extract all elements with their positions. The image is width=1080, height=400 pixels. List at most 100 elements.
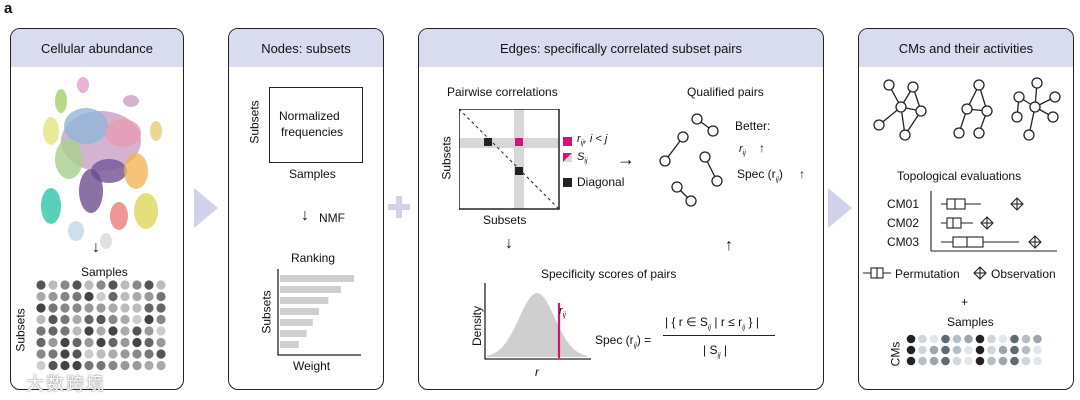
sample-dot [60,280,69,289]
legend-observation: Observation [991,267,1056,281]
panel-title: CMs and their activities [859,29,1073,67]
sample-dot [144,338,153,347]
panel-title: Edges: specifically correlated subset pa… [419,29,823,67]
cm-sample-dot [987,357,996,366]
legend-diagonal: Diagonal [577,175,624,189]
ranking-subsets-label: Subsets [260,290,274,333]
cm-sample-dot [1022,335,1031,344]
sample-dot [108,349,117,358]
cm-sample-dot [1033,335,1042,344]
down-arrow: ↓ [505,235,513,253]
cm-sample-dot [999,346,1008,355]
ranking-bar [280,341,299,348]
sample-dot [120,361,129,370]
box-text-line1: Normalized [279,109,340,123]
panel-edges: Edges: specifically correlated subset pa… [418,28,824,390]
sample-dot [132,303,141,312]
cm-sample-dot [918,335,927,344]
cm-sample-dot [930,335,939,344]
samples-label: Samples [81,265,128,279]
sample-dot [36,280,45,289]
abundance-dot-grid [35,279,175,379]
sample-dot [156,338,165,347]
better-label: Better: [735,119,770,133]
correlation-matrix [459,109,561,211]
sample-dot [156,361,165,370]
down-arrow: ↓ [301,207,309,225]
ranking-bar [280,297,328,304]
sample-dot [96,303,105,312]
specificity-title: Specificity scores of pairs [541,267,676,281]
legend-permutation: Permutation [895,267,960,281]
cm-sample-dot [999,335,1008,344]
sample-dot [72,349,81,358]
density-label: Density [470,306,484,346]
flow-chevron-1 [194,188,218,228]
cm-network-graphs [869,73,1069,153]
sample-dot [96,349,105,358]
cm-row-label-1: CM01 [887,197,919,211]
pairwise-title: Pairwise correlations [447,85,558,99]
sample-dot [120,292,129,301]
right-arrow: → [617,149,635,170]
sample-dot [156,315,165,324]
sample-dot [156,326,165,335]
sample-dot [72,280,81,289]
sample-dot [84,292,93,301]
sample-dot [144,349,153,358]
cm-sample-dot [964,346,973,355]
r-axis-label: r [535,365,539,379]
ranking-bar [280,319,313,326]
formula-denominator: | Sij | [703,343,727,359]
sample-dot [72,338,81,347]
sample-dot [48,315,57,324]
watermark: 大数跨境 [26,370,106,396]
cm-sample-dot [907,335,916,344]
sample-dot [108,326,117,335]
sample-dot [144,292,153,301]
sample-dot [108,338,117,347]
matrix-subsets-y: Subsets [440,136,454,179]
ranking-bar [280,275,354,282]
better-spec: Spec (rij) [737,167,783,183]
sample-dot [108,361,117,370]
cm-sample-dot [1022,357,1031,366]
sample-dot [120,280,129,289]
down-arrow: ↓ [92,239,100,257]
cm-sample-dot [907,346,916,355]
formula-numerator: | { r ∈ Sij | r ≤ rij } | [665,315,759,331]
sample-dot [84,303,93,312]
ranking-label: Ranking [291,251,335,265]
sample-dot [72,361,81,370]
sample-dot [132,338,141,347]
sample-dot [156,303,165,312]
cm-sample-dot [964,357,973,366]
sample-dot [72,303,81,312]
sample-dot [60,338,69,347]
ranking-bar-chart [277,269,361,357]
cm-sample-dot [999,357,1008,366]
sample-dot [48,303,57,312]
sample-dot [120,349,129,358]
density-plot [483,283,593,363]
cm-sample-dot [941,357,950,366]
sample-dot [84,338,93,347]
samples-axis-label: Samples [289,167,336,181]
curve-rij: rij [559,305,566,319]
sample-dot [108,303,117,312]
box-text-line2: frequencies [281,125,343,139]
sample-dot [132,349,141,358]
legend-sij: Sij [577,151,587,165]
sample-dot [144,326,153,335]
cm-sample-dot [976,357,985,366]
cm-sample-dot [930,346,939,355]
panel-title: Cellular abundance [11,29,183,67]
cm-sample-dot [918,357,927,366]
sample-dot [144,280,153,289]
ranking-bar [280,330,307,337]
sample-dot [60,315,69,324]
topological-title: Topological evaluations [897,169,1021,183]
sample-dot [132,326,141,335]
cm-sample-dot [976,346,985,355]
sample-dot [72,326,81,335]
